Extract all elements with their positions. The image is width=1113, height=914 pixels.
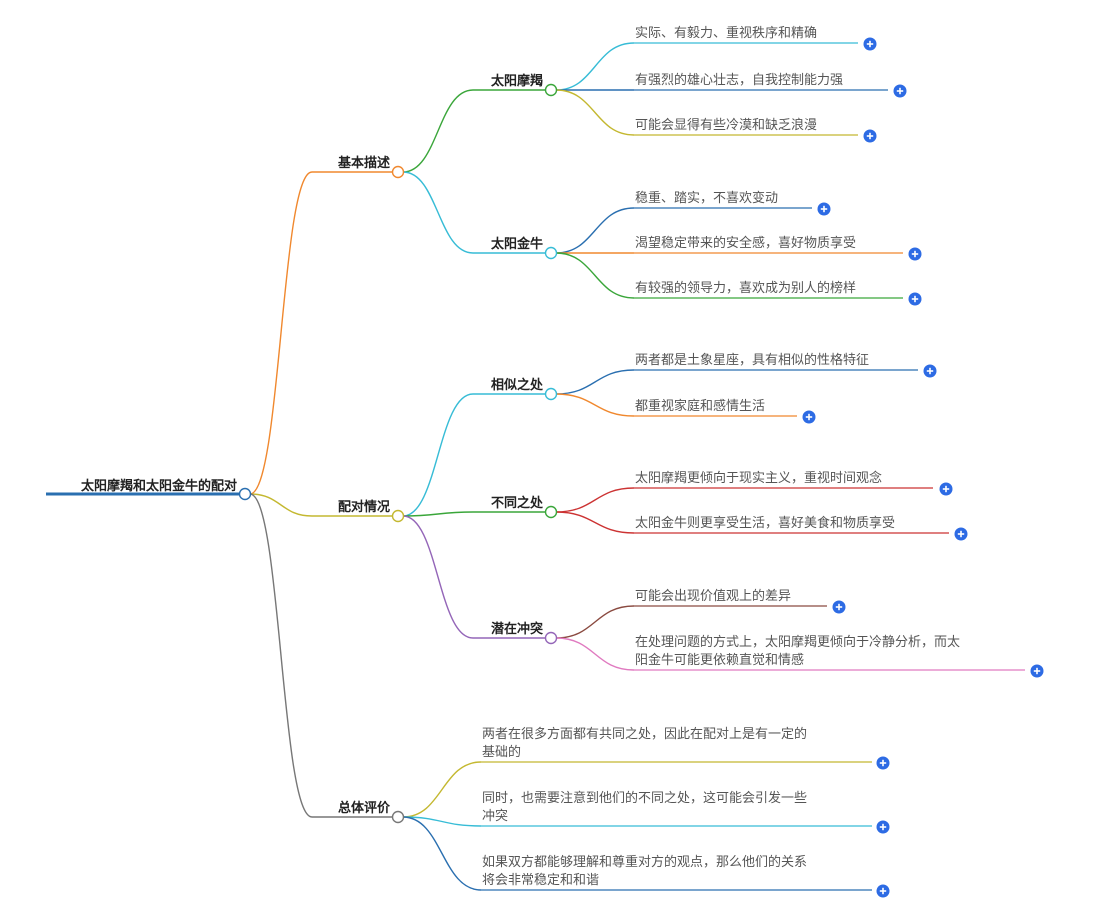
leaf-text: 可能会出现价值观上的差异 [635, 588, 791, 604]
sub-branch-connector [402, 515, 474, 639]
leaf-text: 稳重、踏实，不喜欢变动 [635, 190, 778, 206]
leaf-text: 将会非常稳定和和谐 [482, 872, 599, 888]
leaf-connector [402, 816, 482, 827]
leaf-text: 有较强的领导力，喜欢成为别人的榜样 [635, 280, 856, 296]
sub-branch-connector [402, 89, 474, 173]
branch-node-toggle[interactable] [391, 165, 405, 179]
leaf-text: 可能会显得有些冷漠和缺乏浪漫 [635, 117, 817, 133]
leaf-text: 太阳摩羯更倾向于现实主义，重视时间观念 [635, 470, 882, 486]
expand-plus-icon[interactable] [1030, 664, 1044, 678]
leaf-connector [555, 393, 635, 417]
leaf-connector [555, 207, 635, 254]
branch-node-label: 配对情况 [338, 499, 390, 515]
expand-plus-icon[interactable] [908, 292, 922, 306]
expand-plus-icon[interactable] [876, 820, 890, 834]
sub-branch-node-toggle[interactable] [544, 387, 558, 401]
expand-plus-icon[interactable] [908, 247, 922, 261]
leaf-connector [555, 511, 635, 534]
leaf-text: 阳金牛可能更依赖直觉和情感 [635, 652, 804, 668]
branch-node-label: 基本描述 [337, 155, 390, 171]
expand-plus-icon[interactable] [876, 884, 890, 898]
leaf-connector [555, 637, 635, 671]
branch-node-label: 总体评价 [338, 800, 391, 816]
sub-branch-connector [402, 393, 474, 517]
expand-plus-icon[interactable] [802, 410, 816, 424]
sub-branch-node-toggle[interactable] [544, 83, 558, 97]
expand-plus-icon[interactable] [893, 84, 907, 98]
expand-plus-icon[interactable] [954, 527, 968, 541]
leaf-connector [555, 89, 635, 136]
leaf-connector [555, 252, 635, 299]
leaf-connector [555, 369, 635, 395]
expand-plus-icon[interactable] [832, 600, 846, 614]
sub-branch-node-label: 相似之处 [491, 377, 544, 393]
leaf-text: 基础的 [482, 744, 521, 760]
leaf-text: 两者都是土象星座，具有相似的性格特征 [635, 352, 869, 368]
expand-plus-icon[interactable] [923, 364, 937, 378]
root-node-toggle[interactable] [238, 487, 252, 501]
leaf-connector [555, 487, 635, 513]
leaf-text: 都重视家庭和感情生活 [635, 398, 765, 414]
leaf-connector [555, 42, 635, 91]
sub-branch-node-toggle[interactable] [544, 505, 558, 519]
sub-branch-node-label: 不同之处 [491, 495, 544, 511]
sub-branch-node-label: 太阳摩羯 [490, 73, 543, 89]
leaf-connector [402, 761, 482, 818]
leaf-text: 实际、有毅力、重视秩序和精确 [635, 25, 817, 41]
expand-plus-icon[interactable] [863, 129, 877, 143]
leaf-connector [555, 605, 635, 639]
sub-branch-node-label: 潜在冲突 [491, 621, 543, 637]
leaf-text: 两者在很多方面都有共同之处，因此在配对上是有一定的 [482, 726, 807, 742]
leaf-text: 如果双方都能够理解和尊重对方的观点，那么他们的关系 [482, 854, 807, 870]
sub-branch-connector [402, 511, 474, 517]
leaf-text: 太阳金牛则更享受生活，喜好美食和物质享受 [635, 515, 895, 531]
sub-branch-connector [402, 171, 474, 254]
expand-plus-icon[interactable] [939, 482, 953, 496]
branch-connector [249, 171, 313, 495]
leaf-text: 渴望稳定带来的安全感，喜好物质享受 [635, 235, 856, 251]
leaf-text: 冲突 [482, 808, 508, 824]
expand-plus-icon[interactable] [817, 202, 831, 216]
sub-branch-node-toggle[interactable] [544, 631, 558, 645]
leaf-text: 在处理问题的方式上，太阳摩羯更倾向于冷静分析，而太 [635, 634, 960, 650]
sub-branch-node-label: 太阳金牛 [490, 236, 543, 252]
branch-node-toggle[interactable] [391, 810, 405, 824]
leaf-connector [402, 816, 482, 891]
expand-plus-icon[interactable] [863, 37, 877, 51]
root-node-label: 太阳摩羯和太阳金牛的配对 [80, 478, 237, 494]
branch-node-toggle[interactable] [391, 509, 405, 523]
expand-plus-icon[interactable] [876, 756, 890, 770]
sub-branch-node-toggle[interactable] [544, 246, 558, 260]
leaf-text: 同时，也需要注意到他们的不同之处，这可能会引发一些 [482, 790, 807, 806]
leaf-text: 有强烈的雄心壮志，自我控制能力强 [635, 72, 843, 88]
branch-connector [249, 493, 313, 517]
branch-connector [249, 493, 313, 818]
